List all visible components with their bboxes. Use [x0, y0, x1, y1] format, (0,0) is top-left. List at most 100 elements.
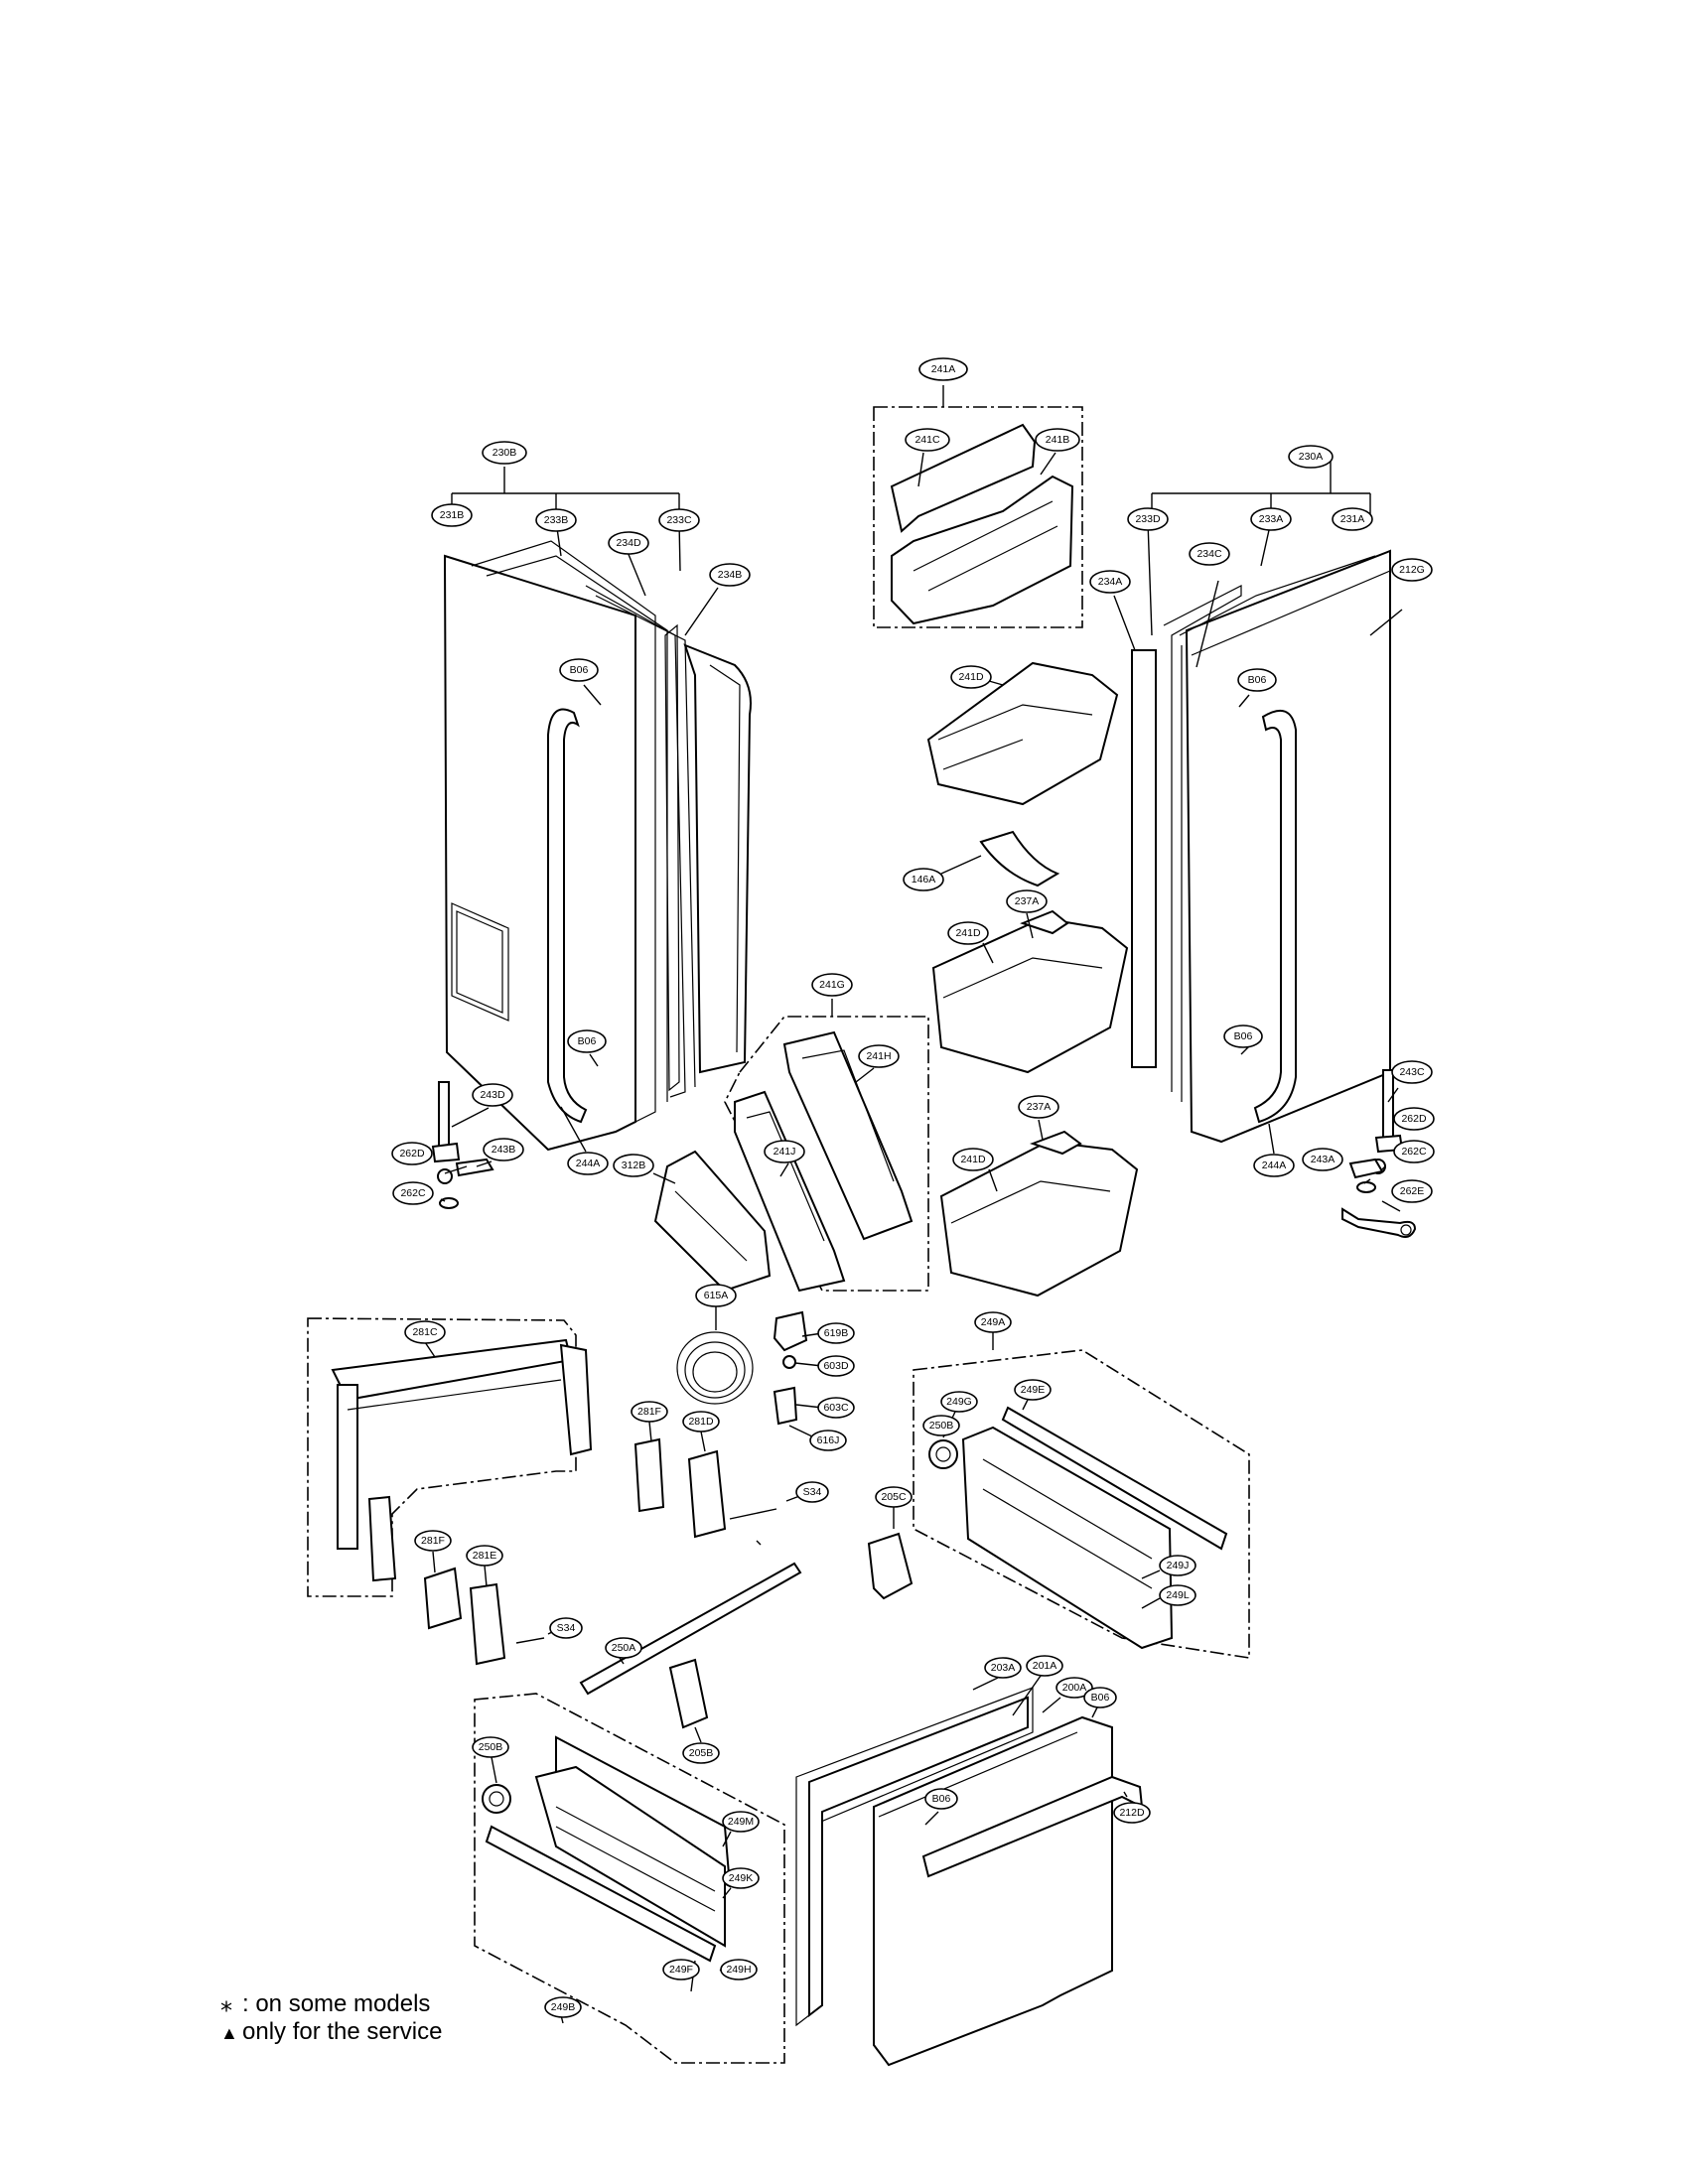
water-parts	[676, 1306, 823, 1438]
label-230b: 230B	[482, 441, 527, 465]
svg-text:262E: 262E	[1400, 1185, 1425, 1197]
label-s34-a: S34	[795, 1481, 829, 1503]
label-s34-b: S34	[549, 1617, 583, 1639]
label-231a: 231A	[1332, 507, 1373, 531]
label-312b: 312B	[613, 1154, 654, 1177]
svg-text:B06: B06	[570, 664, 589, 676]
label-212g: 212G	[1391, 558, 1433, 582]
svg-text:205C: 205C	[881, 1491, 907, 1503]
svg-text:249A: 249A	[981, 1316, 1006, 1328]
svg-text:615A: 615A	[704, 1290, 729, 1301]
svg-text:241B: 241B	[1046, 434, 1070, 446]
svg-text:241C: 241C	[914, 434, 940, 446]
svg-text:243C: 243C	[1399, 1066, 1425, 1078]
svg-text:250B: 250B	[929, 1420, 954, 1432]
svg-text:S34: S34	[803, 1486, 822, 1498]
label-212d: 212D	[1113, 1802, 1151, 1824]
label-201a: 201A	[1026, 1655, 1063, 1677]
svg-text:233D: 233D	[1135, 513, 1161, 525]
label-262c-b: 262C	[1393, 1140, 1435, 1163]
svg-text:230A: 230A	[1299, 451, 1324, 463]
label-b06-d: B06	[1223, 1024, 1263, 1048]
svg-text:233B: 233B	[544, 514, 569, 526]
svg-text:281E: 281E	[473, 1550, 497, 1562]
label-237a-b: 237A	[1018, 1095, 1059, 1119]
callout-labels: 241A 241C 241B 230B 231B 233B 233C 234D …	[391, 357, 1435, 2018]
svg-text:230B: 230B	[492, 447, 517, 459]
svg-text:B06: B06	[1234, 1030, 1253, 1042]
star-icon: ⁎	[220, 1990, 232, 2017]
label-281d: 281D	[682, 1411, 720, 1433]
svg-text:234B: 234B	[718, 569, 743, 581]
svg-text:B06: B06	[932, 1793, 951, 1805]
svg-text:249B: 249B	[551, 2001, 576, 2013]
label-234d: 234D	[608, 531, 649, 555]
svg-text:237A: 237A	[1027, 1101, 1052, 1113]
svg-text:249H: 249H	[726, 1964, 751, 1976]
svg-text:146A: 146A	[912, 874, 936, 886]
label-241c: 241C	[905, 428, 950, 452]
legend: ⁎ : on some models ▲only for the service	[220, 1990, 442, 2047]
svg-text:205B: 205B	[689, 1747, 714, 1759]
label-b06-e: B06	[1083, 1687, 1117, 1708]
svg-text:243A: 243A	[1311, 1154, 1336, 1165]
label-249l: 249L	[1159, 1584, 1196, 1606]
label-231b: 231B	[431, 503, 473, 527]
label-b06-b: B06	[567, 1029, 607, 1053]
svg-text:241A: 241A	[931, 363, 956, 375]
svg-text:200A: 200A	[1062, 1682, 1087, 1694]
svg-text:234D: 234D	[616, 537, 641, 549]
svg-text:249J: 249J	[1167, 1560, 1190, 1571]
left-door-assembly	[431, 467, 752, 1209]
label-249j: 249J	[1159, 1555, 1196, 1576]
label-281f-b: 281F	[414, 1530, 452, 1552]
svg-text:233C: 233C	[666, 514, 692, 526]
label-249k: 249K	[722, 1867, 760, 1889]
label-241d-a: 241D	[950, 665, 992, 689]
svg-text:262C: 262C	[1401, 1146, 1427, 1158]
svg-text:312B: 312B	[622, 1160, 646, 1171]
legend-star-text: : on some models	[242, 1990, 431, 2017]
label-234c: 234C	[1189, 542, 1230, 566]
label-b06-f: B06	[924, 1788, 958, 1810]
svg-text:250B: 250B	[479, 1741, 503, 1753]
label-234a: 234A	[1089, 570, 1131, 594]
label-262e: 262E	[1391, 1179, 1433, 1203]
label-b06-c: B06	[1237, 668, 1277, 692]
label-262d-b: 262D	[1393, 1107, 1435, 1131]
label-249b: 249B	[544, 1996, 582, 2018]
label-281f-a: 281F	[631, 1401, 668, 1423]
rail-cover-parts	[423, 1421, 914, 1743]
label-243c: 243C	[1391, 1060, 1433, 1084]
svg-text:243B: 243B	[492, 1144, 516, 1156]
label-249g: 249G	[940, 1391, 978, 1413]
label-249m: 249M	[722, 1811, 760, 1833]
label-b06-a: B06	[559, 658, 599, 682]
svg-text:262D: 262D	[1401, 1113, 1427, 1125]
label-200a: 200A	[1055, 1677, 1093, 1699]
label-262c-a: 262C	[392, 1181, 434, 1205]
label-237a-a: 237A	[1006, 889, 1048, 913]
svg-text:241D: 241D	[958, 671, 984, 683]
svg-text:241H: 241H	[866, 1050, 891, 1062]
svg-text:619B: 619B	[824, 1327, 849, 1339]
rail-frame-281c	[307, 1317, 593, 1597]
label-241d-c: 241D	[952, 1148, 994, 1171]
svg-text:212G: 212G	[1399, 564, 1425, 576]
label-243a: 243A	[1302, 1148, 1343, 1171]
legend-triangle-text: only for the service	[242, 2018, 443, 2045]
label-249f: 249F	[662, 1959, 700, 1980]
label-243d: 243D	[472, 1083, 513, 1107]
triangle-icon: ▲	[220, 2023, 238, 2043]
bottom-drawer-door	[795, 1675, 1144, 2067]
label-233d: 233D	[1127, 507, 1169, 531]
label-244a-a: 244A	[567, 1152, 609, 1175]
svg-text:231A: 231A	[1340, 513, 1365, 525]
svg-text:249G: 249G	[946, 1396, 972, 1408]
svg-text:603D: 603D	[823, 1360, 849, 1372]
svg-text:249M: 249M	[728, 1816, 754, 1828]
label-241g: 241G	[811, 973, 853, 997]
svg-text:B06: B06	[1248, 674, 1267, 686]
svg-text:243D: 243D	[480, 1089, 505, 1101]
label-243b: 243B	[483, 1138, 524, 1161]
